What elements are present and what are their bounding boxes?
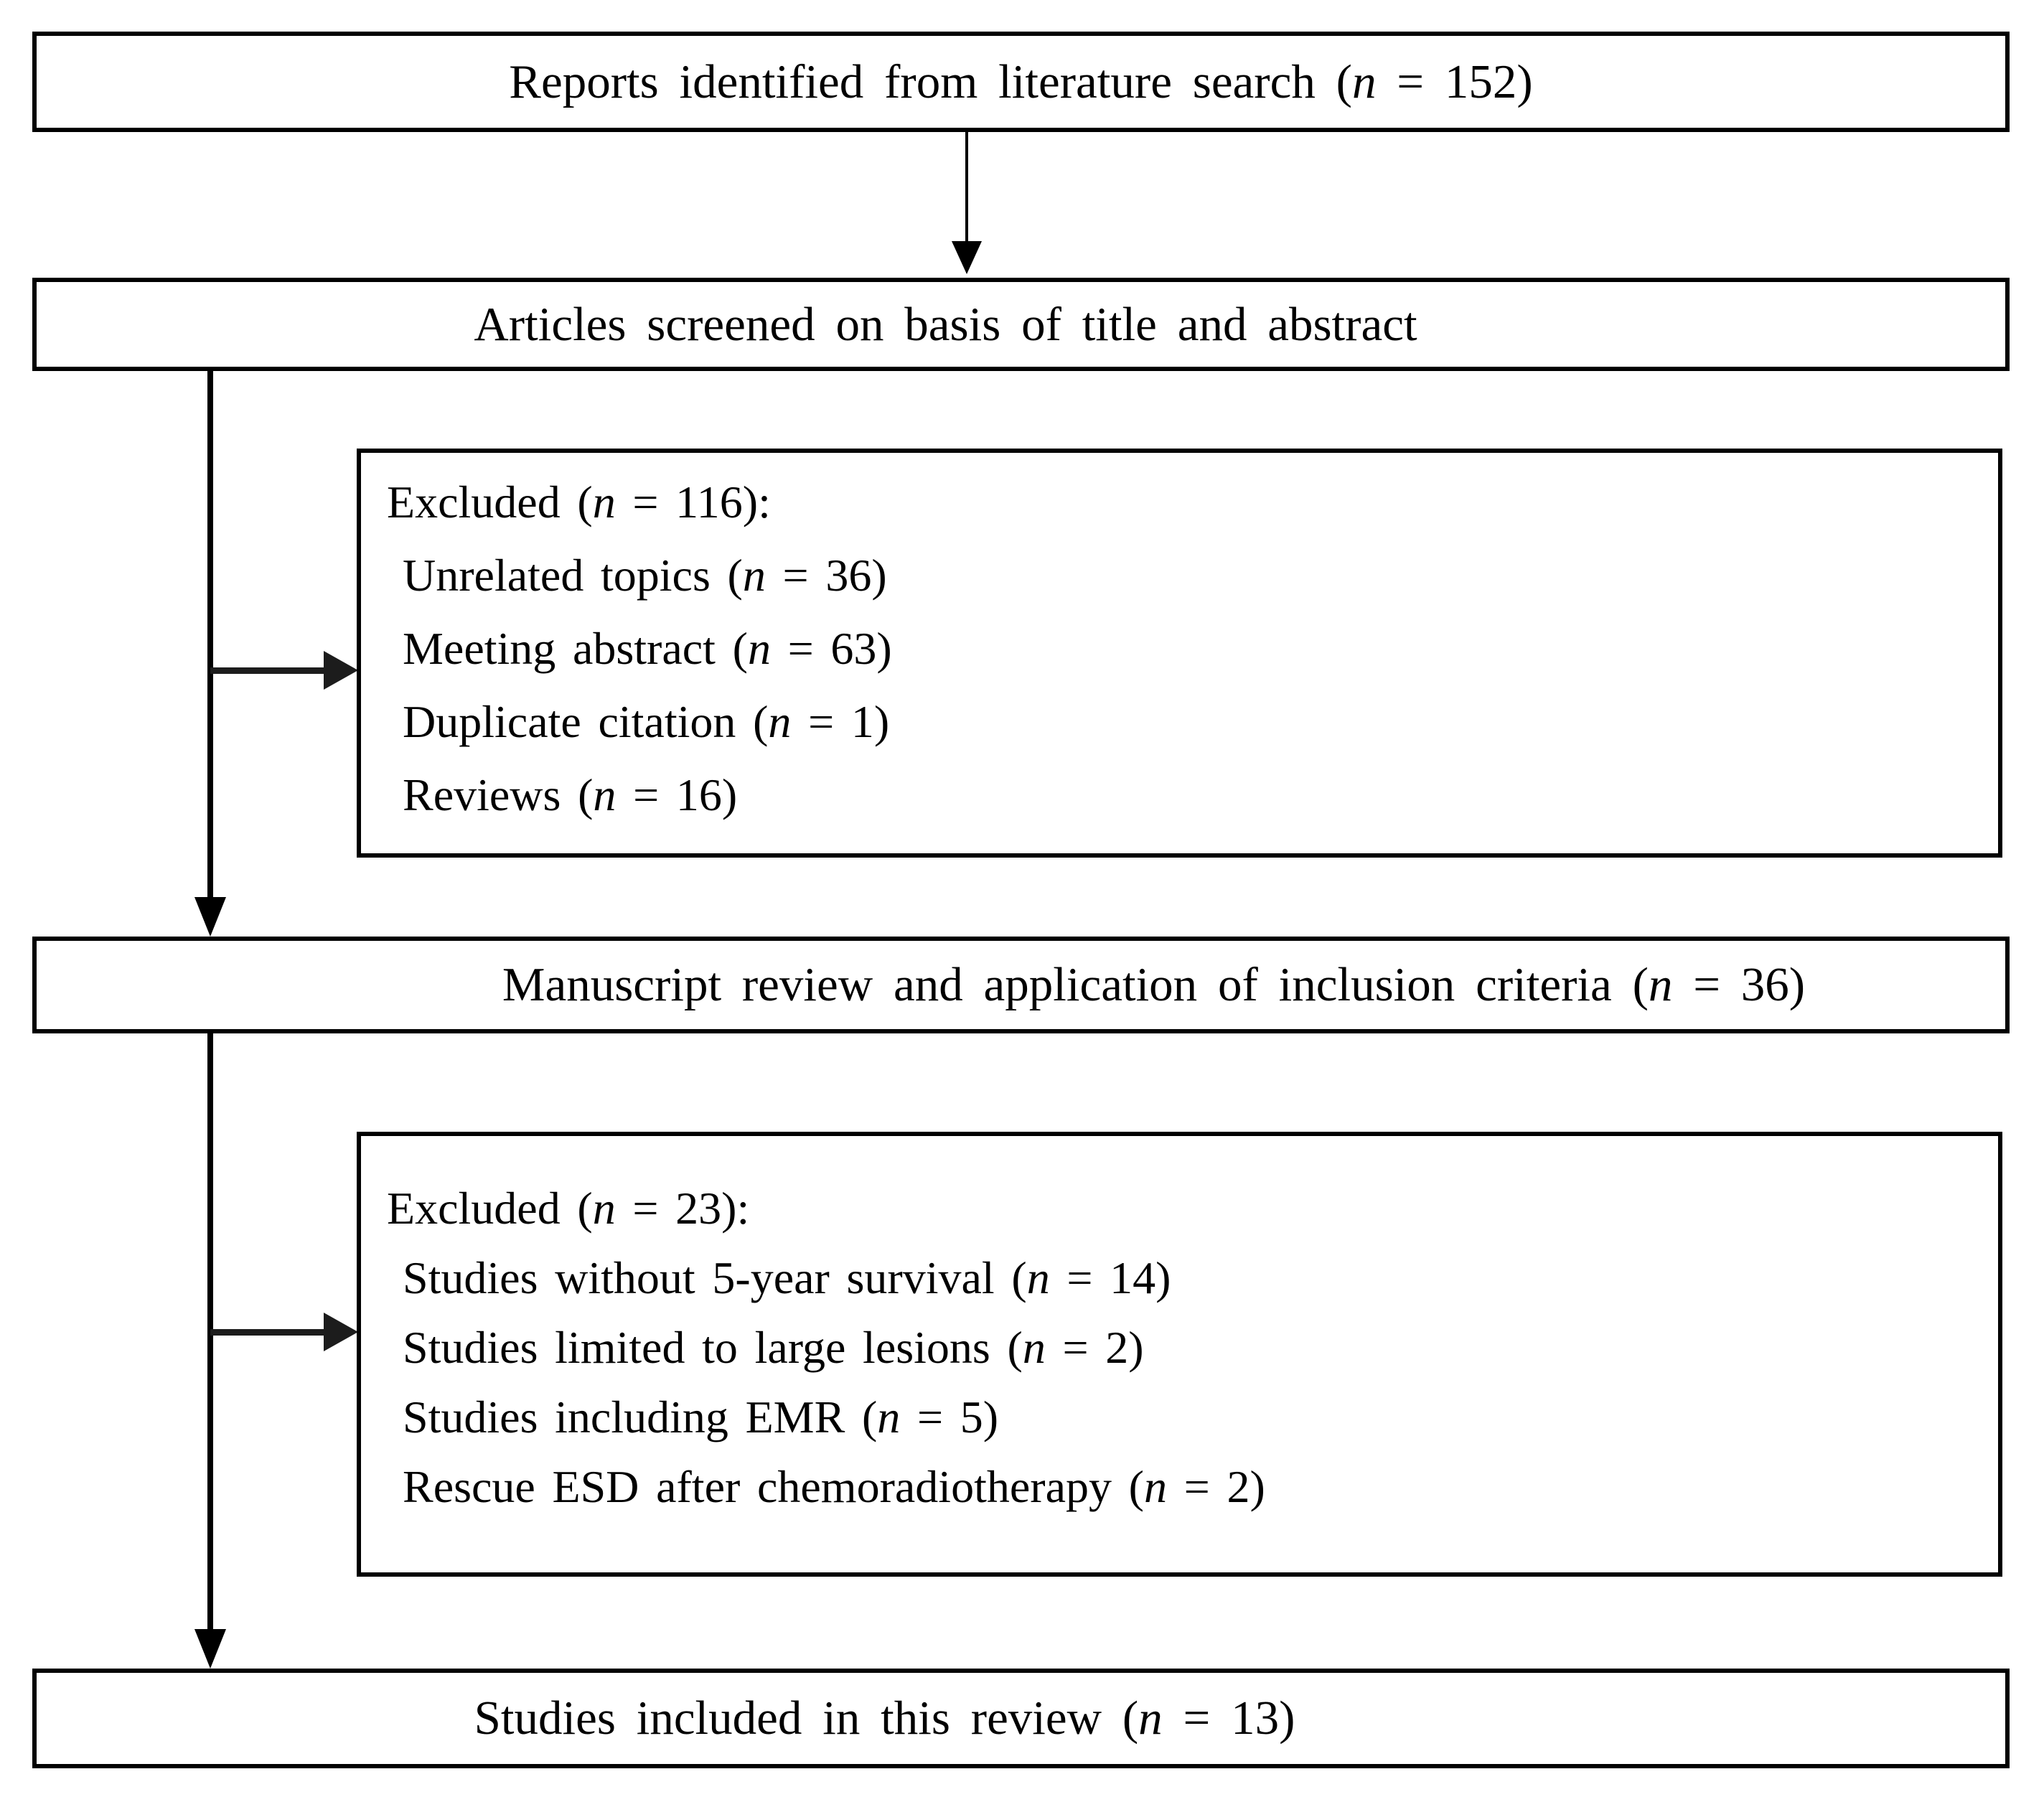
box-reports-identified: Reports identified from literature searc…: [32, 32, 2010, 132]
excluded-screening-item: Unrelated topics (n = 36): [403, 550, 887, 601]
excluded-review-title: Excluded (n = 23):: [387, 1183, 750, 1234]
manuscript-review-label: Manuscript review and application of inc…: [502, 958, 1806, 1011]
connector-to-excluded-review-line: [210, 1329, 325, 1336]
articles-screened-label: Articles screened on basis of title and …: [474, 297, 1417, 351]
box-articles-screened: Articles screened on basis of title and …: [32, 278, 2010, 371]
excluded-review-item: Rescue ESD after chemoradiotherapy (n = …: [403, 1461, 1265, 1512]
box-manuscript-review: Manuscript review and application of inc…: [32, 937, 2010, 1033]
excluded-screening-title: Excluded (n = 116):: [387, 477, 771, 527]
box-excluded-review: Excluded (n = 23): Studies without 5-yea…: [357, 1132, 2002, 1577]
connector-to-excluded-screening-line: [210, 667, 325, 674]
box-studies-included: Studies included in this review (n = 13): [32, 1669, 2010, 1768]
studies-included-label: Studies included in this review (n = 13): [474, 1692, 1295, 1745]
connector-to-excluded-screening-arrowhead: [324, 651, 358, 690]
connector-reports-to-screening-arrowhead: [952, 241, 982, 274]
excluded-screening-item: Duplicate citation (n = 1): [403, 696, 890, 747]
connector-screening-to-review-arrowhead: [194, 897, 226, 937]
excluded-review-item: Studies without 5-year survival (n = 14): [403, 1252, 1171, 1303]
excluded-screening-item: Meeting abstract (n = 63): [403, 623, 892, 674]
excluded-screening-item: Reviews (n = 16): [403, 769, 738, 820]
connector-reports-to-screening-line: [965, 132, 968, 241]
reports-identified-label: Reports identified from literature searc…: [509, 55, 1533, 108]
connector-review-to-included-arrowhead: [194, 1629, 226, 1669]
excluded-review-item: Studies limited to large lesions (n = 2): [403, 1322, 1144, 1373]
excluded-review-item: Studies including EMR (n = 5): [403, 1392, 999, 1442]
connector-screening-to-review-line: [207, 371, 213, 897]
box-excluded-screening: Excluded (n = 116): Unrelated topics (n …: [357, 449, 2002, 858]
connector-to-excluded-review-arrowhead: [324, 1313, 358, 1351]
